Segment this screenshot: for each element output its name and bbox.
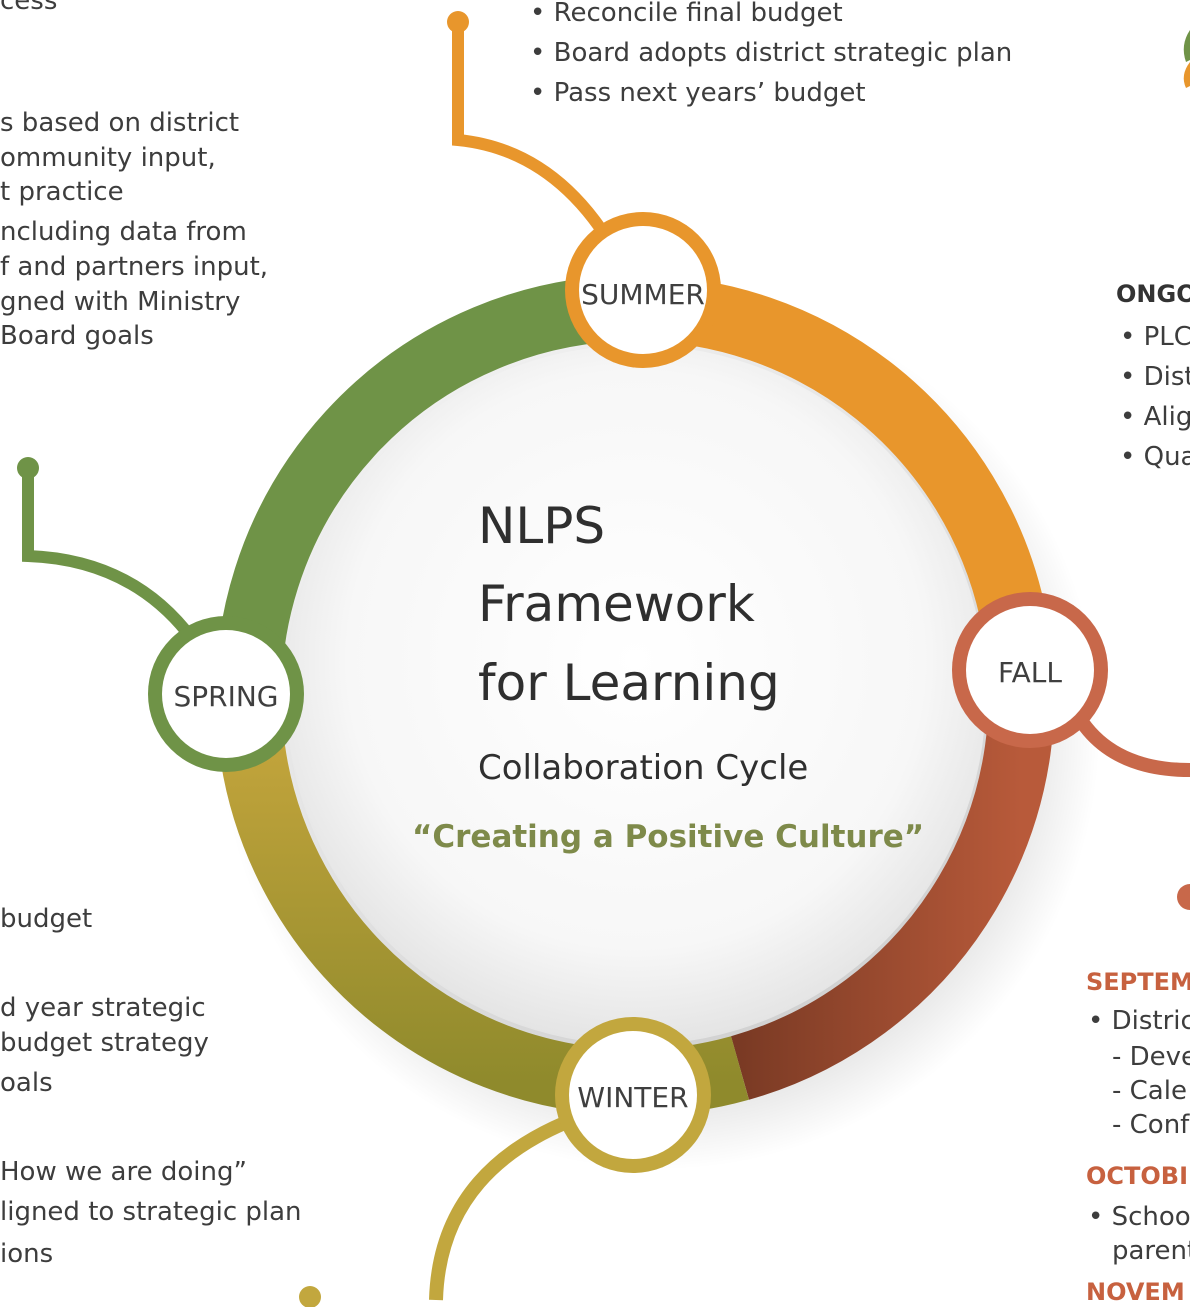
november-heading: NOVEM	[1086, 1278, 1185, 1306]
ongoing-heading: ONGO	[1116, 280, 1190, 308]
center-title-line3: for Learning	[478, 654, 780, 712]
summer-node: SUMMER	[565, 212, 721, 368]
october-heading: OCTOBI	[1086, 1162, 1189, 1190]
left-mid-line: f and partners input,	[0, 252, 269, 282]
spring-connector	[22, 468, 205, 654]
left-mid-line: ommunity input,	[0, 143, 216, 173]
logo-fragment	[1183, 30, 1190, 88]
winter-connector-dot	[299, 1286, 321, 1307]
center-tagline: “Creating a Positive Culture”	[412, 819, 925, 855]
left-bottom-line: ligned to strategic plan	[0, 1197, 302, 1227]
ongoing-item: • Qua	[1120, 442, 1190, 472]
left-mid-line: Board goals	[0, 321, 154, 351]
left-bottom-line: oals	[0, 1068, 53, 1098]
center-title-line1: NLPS	[478, 497, 606, 555]
fall-secondary-dot	[1177, 884, 1190, 910]
september-item: - Conf	[1112, 1110, 1190, 1140]
summer-connector-dot	[447, 11, 469, 33]
left-bottom-line: d year strategic	[0, 993, 206, 1023]
ongoing-item: • Dist	[1120, 362, 1190, 392]
inner-disc	[286, 345, 986, 1045]
spring-label: SPRING	[173, 680, 278, 713]
fall-label: FALL	[998, 656, 1062, 689]
spring-connector-dot	[17, 457, 39, 479]
left-bottom-line: budget strategy	[0, 1028, 209, 1058]
october-item: • Schoo	[1088, 1202, 1190, 1232]
summer-item: • Reconcile final budget	[530, 0, 843, 28]
winter-label: WINTER	[577, 1081, 688, 1114]
center-title-line2: Framework	[478, 575, 755, 633]
ongoing-item: • Alig	[1120, 402, 1190, 432]
spring-node: SPRING	[148, 616, 304, 772]
center-subtitle: Collaboration Cycle	[478, 748, 809, 788]
summer-label: SUMMER	[581, 278, 705, 311]
winter-node: WINTER	[555, 1017, 711, 1173]
september-item: • Distric	[1088, 1006, 1190, 1036]
left-top-fragment: cess	[0, 0, 58, 16]
september-heading: SEPTEM	[1086, 968, 1190, 996]
left-bottom-line: budget	[0, 904, 93, 934]
summer-item: • Board adopts district strategic plan	[530, 38, 1013, 68]
left-bottom-line: ions	[0, 1239, 54, 1269]
left-mid-line: t practice	[0, 177, 124, 207]
left-mid-line: ncluding data from	[0, 217, 247, 247]
fall-node: FALL	[952, 592, 1108, 748]
september-item: - Cale	[1112, 1076, 1187, 1106]
left-mid-line: s based on district	[0, 108, 240, 138]
left-mid-line: gned with Ministry	[0, 287, 241, 317]
october-item: parent	[1112, 1236, 1190, 1266]
september-item: - Deve	[1112, 1042, 1190, 1072]
summer-item: • Pass next years’ budget	[530, 78, 866, 108]
ongoing-item: • PLC	[1120, 322, 1190, 352]
left-bottom-line: How we are doing”	[0, 1157, 247, 1187]
